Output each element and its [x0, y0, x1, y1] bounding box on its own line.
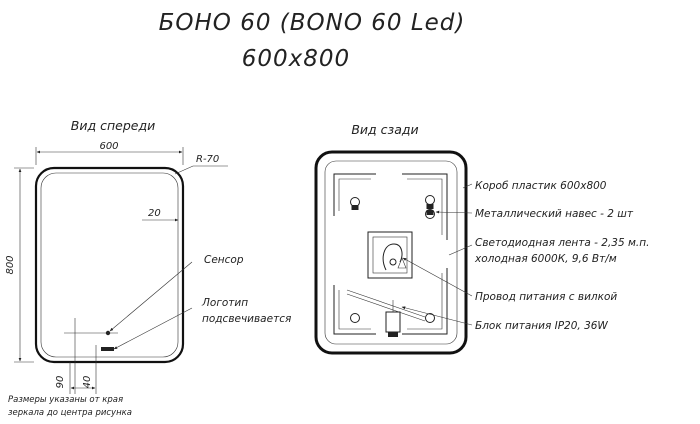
bottom-dimension-90: 90: [55, 376, 66, 389]
power-cable-icon: [382, 243, 403, 271]
plastic-box-outline: [314, 150, 468, 355]
sensor-label: Сенсор: [204, 254, 244, 266]
cable-socket-box: [367, 231, 413, 279]
logo-label-line-2: подсвечивается: [202, 313, 291, 325]
callout-cable-leader: [402, 257, 473, 297]
callout-box-leader: [462, 183, 473, 189]
logo-leader: [113, 307, 193, 350]
back-view: Вид сзади: [314, 122, 649, 355]
note-line-2: зеркала до центра рисунка: [8, 408, 132, 418]
plastic-box-inner: [324, 160, 458, 345]
callout-led-strip-line-2: холодная 6000К, 9,6 Вт/м: [474, 253, 617, 265]
callout-led-leader: [448, 244, 473, 256]
callout-power-supply: Блок питания IP20, 36W: [475, 320, 608, 332]
inset-dimension: 20: [148, 208, 161, 219]
logo-mark: [101, 347, 114, 351]
note-line-1: Размеры указаны от края: [8, 395, 123, 405]
logo-label-line-1: Логотип: [201, 297, 248, 309]
callout-metal-hanger: Металлический навес - 2 шт: [475, 208, 634, 220]
callout-plastic-box: Короб пластик 600x800: [475, 180, 607, 192]
mirror-led-contour: [40, 172, 179, 358]
back-view-caption: Вид сзади: [351, 122, 418, 137]
bottom-dimension-40: 40: [82, 376, 93, 389]
led-strip-channels: [333, 173, 448, 335]
front-view-caption: Вид спереди: [71, 118, 155, 133]
callout-hanger-leader: [435, 210, 473, 214]
radius-leader: [174, 165, 228, 175]
power-supply-icon: [385, 311, 401, 333]
height-dimension: 800: [5, 255, 16, 274]
callout-power-cable: Провод питания с вилкой: [475, 291, 617, 303]
title-line-1: БОНО 60 (BONO 60 Led): [159, 10, 466, 36]
callout-led-strip-line-1: Светодиодная лента - 2,35 м.п.: [475, 237, 649, 249]
front-view: Вид спереди 600 800 R-70 20 Сенсор Логот…: [5, 118, 291, 418]
width-dimension: 600: [99, 141, 118, 152]
sensor-leader: [109, 261, 193, 332]
callout-psu-leader: [401, 306, 473, 326]
mirror-outer-edge: [34, 166, 185, 364]
title-line-2: 600x800: [242, 46, 350, 72]
metal-hanger-icon: [350, 195, 435, 323]
radius-dimension: R-70: [196, 154, 219, 165]
